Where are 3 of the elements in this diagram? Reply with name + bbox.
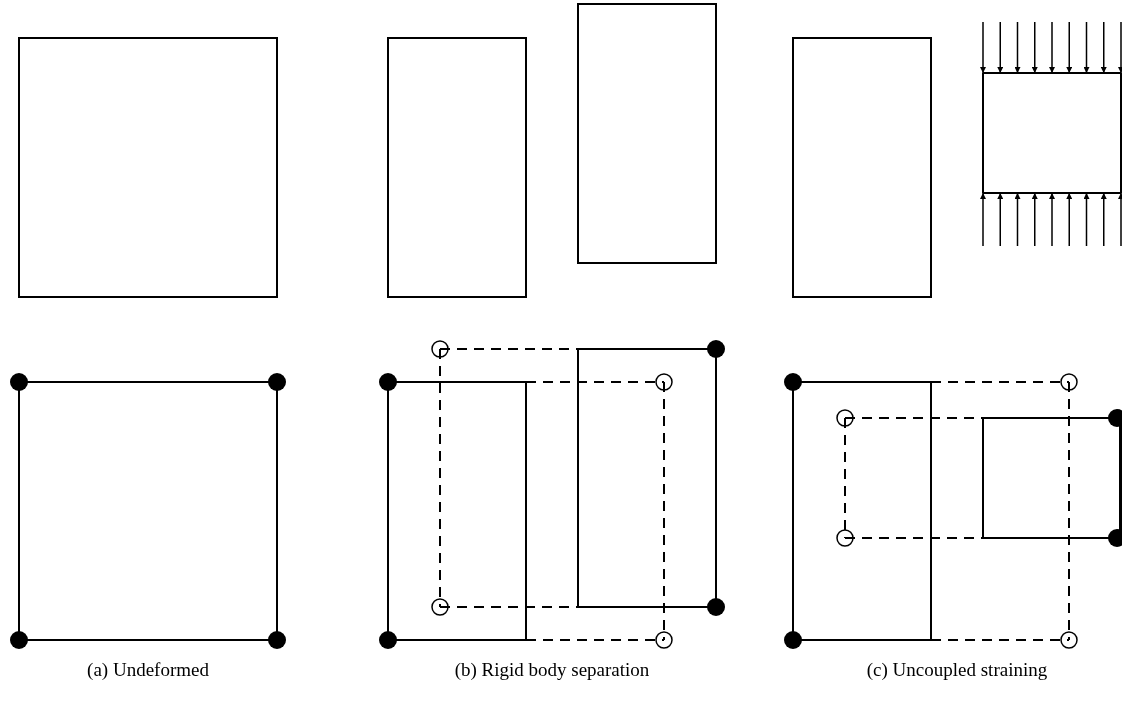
panel-caption: (a) Undeformed xyxy=(87,659,209,681)
panel-caption: (c) Uncoupled straining xyxy=(866,659,1048,681)
panel-caption: (b) Rigid body separation xyxy=(454,659,650,681)
